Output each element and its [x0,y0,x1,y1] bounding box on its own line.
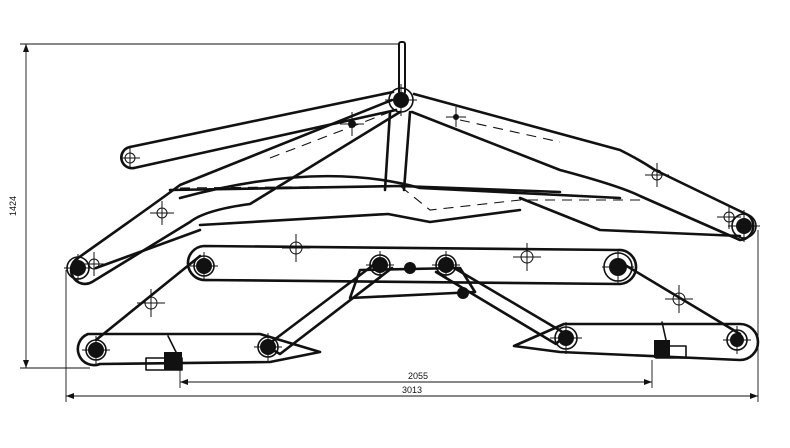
overall-width-label: 3013 [402,385,422,395]
inner-width-label: 2055 [408,371,428,381]
center-marks [64,84,760,364]
height-label: 1424 [8,196,18,216]
height-dimension: 1424 [8,43,400,369]
lower-v-links [94,254,742,356]
inner-width-dimension: 2055 [179,360,653,388]
lifting-eye [398,41,406,95]
right-jaw [512,321,760,362]
middle-links [94,174,742,270]
left-jaw [76,332,322,371]
upper-right-arm [383,92,755,242]
pivot-pins [66,87,757,361]
overall-width-dimension: 3013 [65,230,759,402]
center-link [186,244,638,286]
